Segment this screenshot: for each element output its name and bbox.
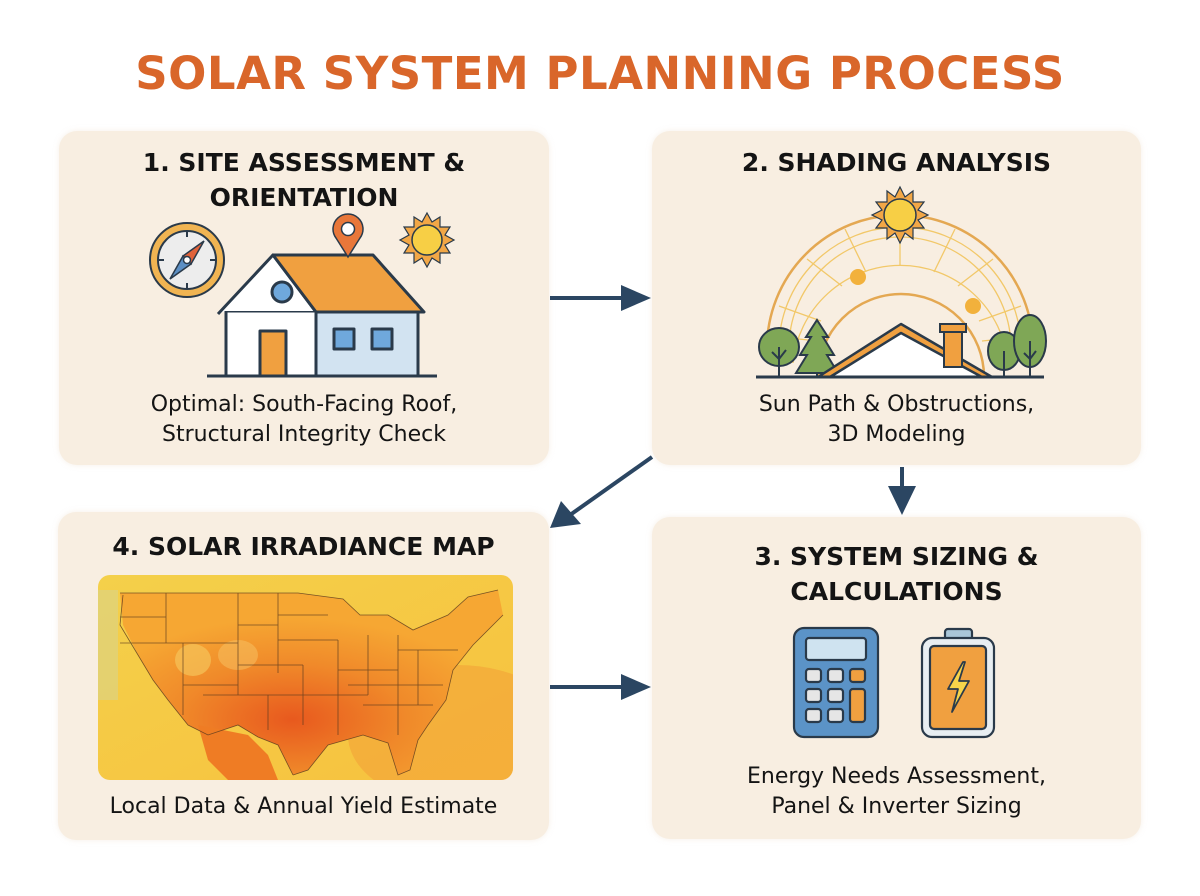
location-pin-icon	[332, 213, 364, 259]
step-heading: 3. SYSTEM SIZING & CALCULATIONS	[652, 539, 1141, 609]
battery-icon	[920, 627, 996, 739]
step-description: Local Data & Annual Yield Estimate	[109, 794, 498, 819]
description-line: Structural Integrity Check	[162, 422, 446, 447]
step-card-site-assessment: 1. SITE ASSESSMENT & ORIENTATION	[59, 131, 549, 465]
sun-icon	[398, 211, 456, 269]
compass-icon	[149, 222, 225, 298]
irradiance-map	[98, 575, 513, 780]
arrow-down-left-icon	[550, 455, 654, 528]
step-description: Optimal: South-Facing Roof, Structural I…	[59, 390, 549, 450]
arrow-right-icon	[550, 285, 651, 311]
heading-line: ORIENTATION	[209, 183, 399, 212]
step-description: Sun Path & Obstructions, 3D Modeling	[652, 390, 1141, 450]
arrow-down-icon	[888, 467, 916, 515]
step-card-system-sizing: 3. SYSTEM SIZING & CALCULATIONS Energy N…	[652, 517, 1141, 839]
arrow-right-icon	[550, 674, 651, 700]
description-line: Sun Path & Obstructions,	[758, 392, 1035, 417]
sun-icon	[870, 185, 930, 245]
step-heading: 4. SOLAR IRRADIANCE MAP	[112, 532, 495, 561]
description-line: Panel & Inverter Sizing	[771, 794, 1022, 819]
step-description: Energy Needs Assessment, Panel & Inverte…	[652, 762, 1141, 822]
calculator-icon	[792, 626, 880, 739]
site-illustration	[149, 211, 456, 378]
sizing-illustration	[792, 626, 996, 739]
sun-position-icon	[850, 269, 866, 285]
tree-icon	[987, 314, 1047, 377]
step-card-shading-analysis: 2. SHADING ANALYSIS	[652, 131, 1141, 465]
description-line: 3D Modeling	[827, 422, 966, 447]
heading-line: 3. SYSTEM SIZING &	[754, 542, 1039, 571]
step-heading: 2. SHADING ANALYSIS	[741, 148, 1052, 177]
step-card-irradiance-map: 4. SOLAR IRRADIANCE MAP	[58, 512, 549, 840]
tree-icon	[758, 318, 840, 377]
heading-line: CALCULATIONS	[790, 577, 1003, 606]
us-map-graphic	[98, 575, 513, 780]
description-line: Energy Needs Assessment,	[747, 764, 1046, 789]
heading-line: 1. SITE ASSESSMENT &	[142, 148, 466, 177]
sun-position-icon	[965, 298, 981, 314]
page-title: SOLAR SYSTEM PLANNING PROCESS	[135, 47, 1065, 100]
house-icon	[207, 253, 437, 378]
step-heading: 1. SITE ASSESSMENT & ORIENTATION	[59, 145, 549, 215]
shading-illustration	[756, 185, 1047, 379]
description-line: Optimal: South-Facing Roof,	[150, 392, 458, 417]
chimney-icon	[939, 323, 967, 368]
